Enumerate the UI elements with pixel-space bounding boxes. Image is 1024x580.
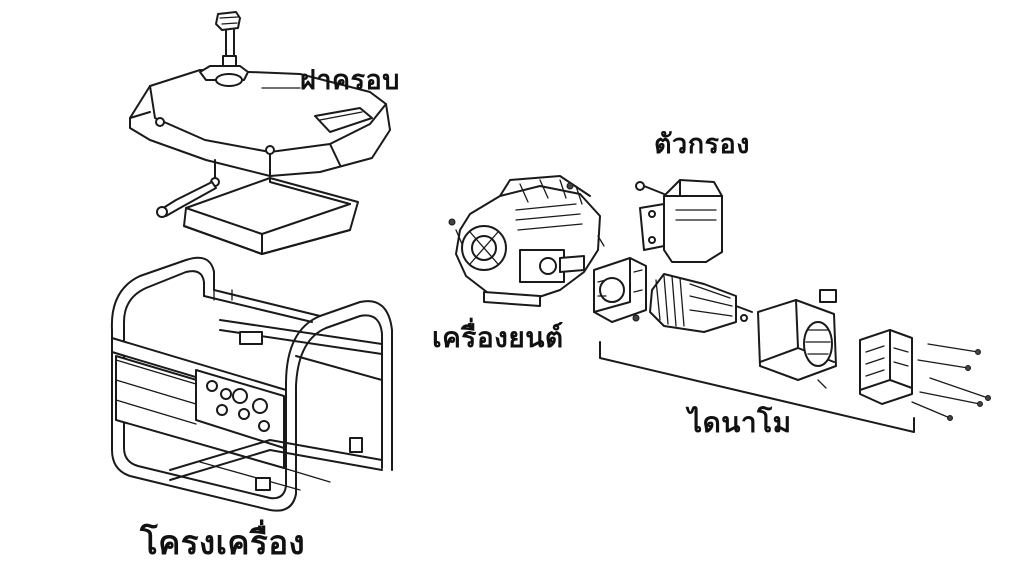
dynamo-stator: [757, 289, 837, 389]
label-cover: ฝาครอบ: [300, 65, 400, 96]
label-engine: เครื่องยนต์: [432, 321, 564, 354]
engine: [448, 175, 605, 307]
dynamo-rotor: [649, 273, 753, 333]
label-filter: ตัวกรอง: [654, 129, 750, 160]
dynamo-bracket: [599, 341, 915, 433]
top-cover: [129, 65, 391, 177]
frame: [110, 256, 393, 512]
dynamo-end-bell: [593, 257, 647, 323]
air-filter: [635, 179, 723, 263]
fuel-cap: [215, 11, 241, 67]
dynamo-bolts: [911, 343, 991, 421]
cover-bracket: [156, 159, 220, 218]
tray: [183, 177, 359, 255]
label-frame: โครงเครื่อง: [140, 523, 306, 562]
label-dynamo: ไดนาโม: [688, 406, 792, 439]
dynamo-end-cover: [859, 329, 913, 405]
